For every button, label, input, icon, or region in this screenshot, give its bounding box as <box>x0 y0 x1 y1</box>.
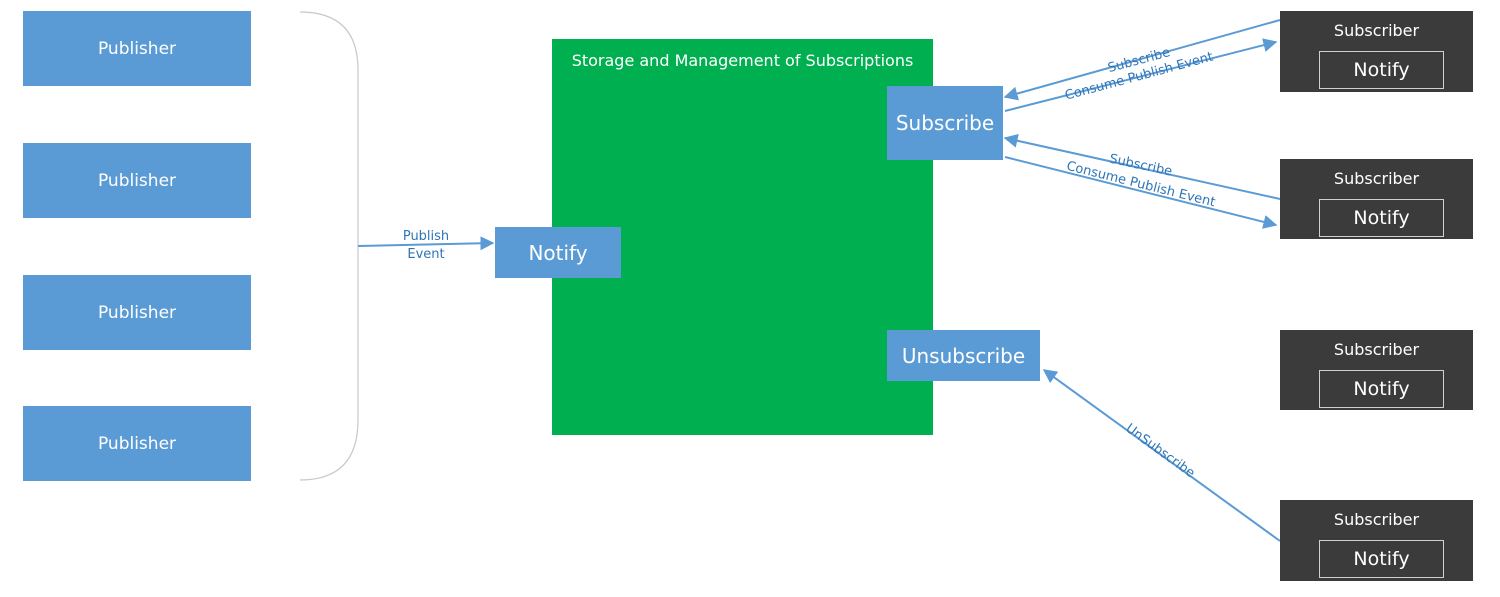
subscribe-arrow-2 <box>1003 133 1281 200</box>
publisher-group-brace <box>299 11 359 481</box>
subscriber-label: Subscriber <box>1333 21 1420 40</box>
subscriber-label: Subscriber <box>1333 169 1420 188</box>
publisher-label: Publisher <box>97 302 177 323</box>
publish-event-arrow <box>357 236 495 251</box>
publisher-box-4: Publisher <box>23 406 251 481</box>
storage-title: Storage and Management of Subscriptions <box>571 51 914 70</box>
subscriber-notify-button[interactable]: Notify <box>1319 540 1444 578</box>
unsubscribe-arrow <box>1042 369 1281 542</box>
subscriber-notify-label: Notify <box>1353 548 1410 570</box>
subscriber-notify-label: Notify <box>1353 378 1410 400</box>
subscriber-label: Subscriber <box>1333 510 1420 529</box>
publisher-label: Publisher <box>97 170 177 191</box>
publish-event-label-2: Event <box>407 247 444 262</box>
publisher-box-2: Publisher <box>23 143 251 218</box>
subscriber-notify-button[interactable]: Notify <box>1319 370 1444 408</box>
subscriber-notify-label: Notify <box>1353 59 1410 81</box>
subscriber-box-4: Subscriber Notify <box>1280 500 1473 581</box>
publisher-box-1: Publisher <box>23 11 251 86</box>
subscriber-box-2: Subscriber Notify <box>1280 159 1473 239</box>
notify-button-label: Notify <box>528 240 588 265</box>
subscriber-box-3: Subscriber Notify <box>1280 330 1473 410</box>
subscribe-button-label: Subscribe <box>895 111 995 135</box>
subscriber-box-1: Subscriber Notify <box>1280 11 1473 92</box>
consume-arrow-2 <box>1004 156 1278 229</box>
notify-button[interactable]: Notify <box>495 227 621 278</box>
publisher-box-3: Publisher <box>23 275 251 350</box>
publish-event-label-1: Publish <box>403 229 449 244</box>
subscribe-arrow-1 <box>1003 19 1281 101</box>
subscriber-label: Subscriber <box>1333 340 1420 359</box>
subscriber-notify-label: Notify <box>1353 207 1410 229</box>
publisher-label: Publisher <box>97 38 177 59</box>
unsubscribe-label: UnSubscribe <box>1123 421 1198 481</box>
unsubscribe-button-label: Unsubscribe <box>901 343 1026 368</box>
subscriber-notify-button[interactable]: Notify <box>1319 51 1444 89</box>
publisher-label: Publisher <box>97 433 177 454</box>
subscriber-notify-button[interactable]: Notify <box>1319 199 1444 237</box>
subscribe-button[interactable]: Subscribe <box>887 86 1003 160</box>
unsubscribe-button[interactable]: Unsubscribe <box>887 330 1040 381</box>
consume-arrow-1 <box>1004 38 1278 112</box>
